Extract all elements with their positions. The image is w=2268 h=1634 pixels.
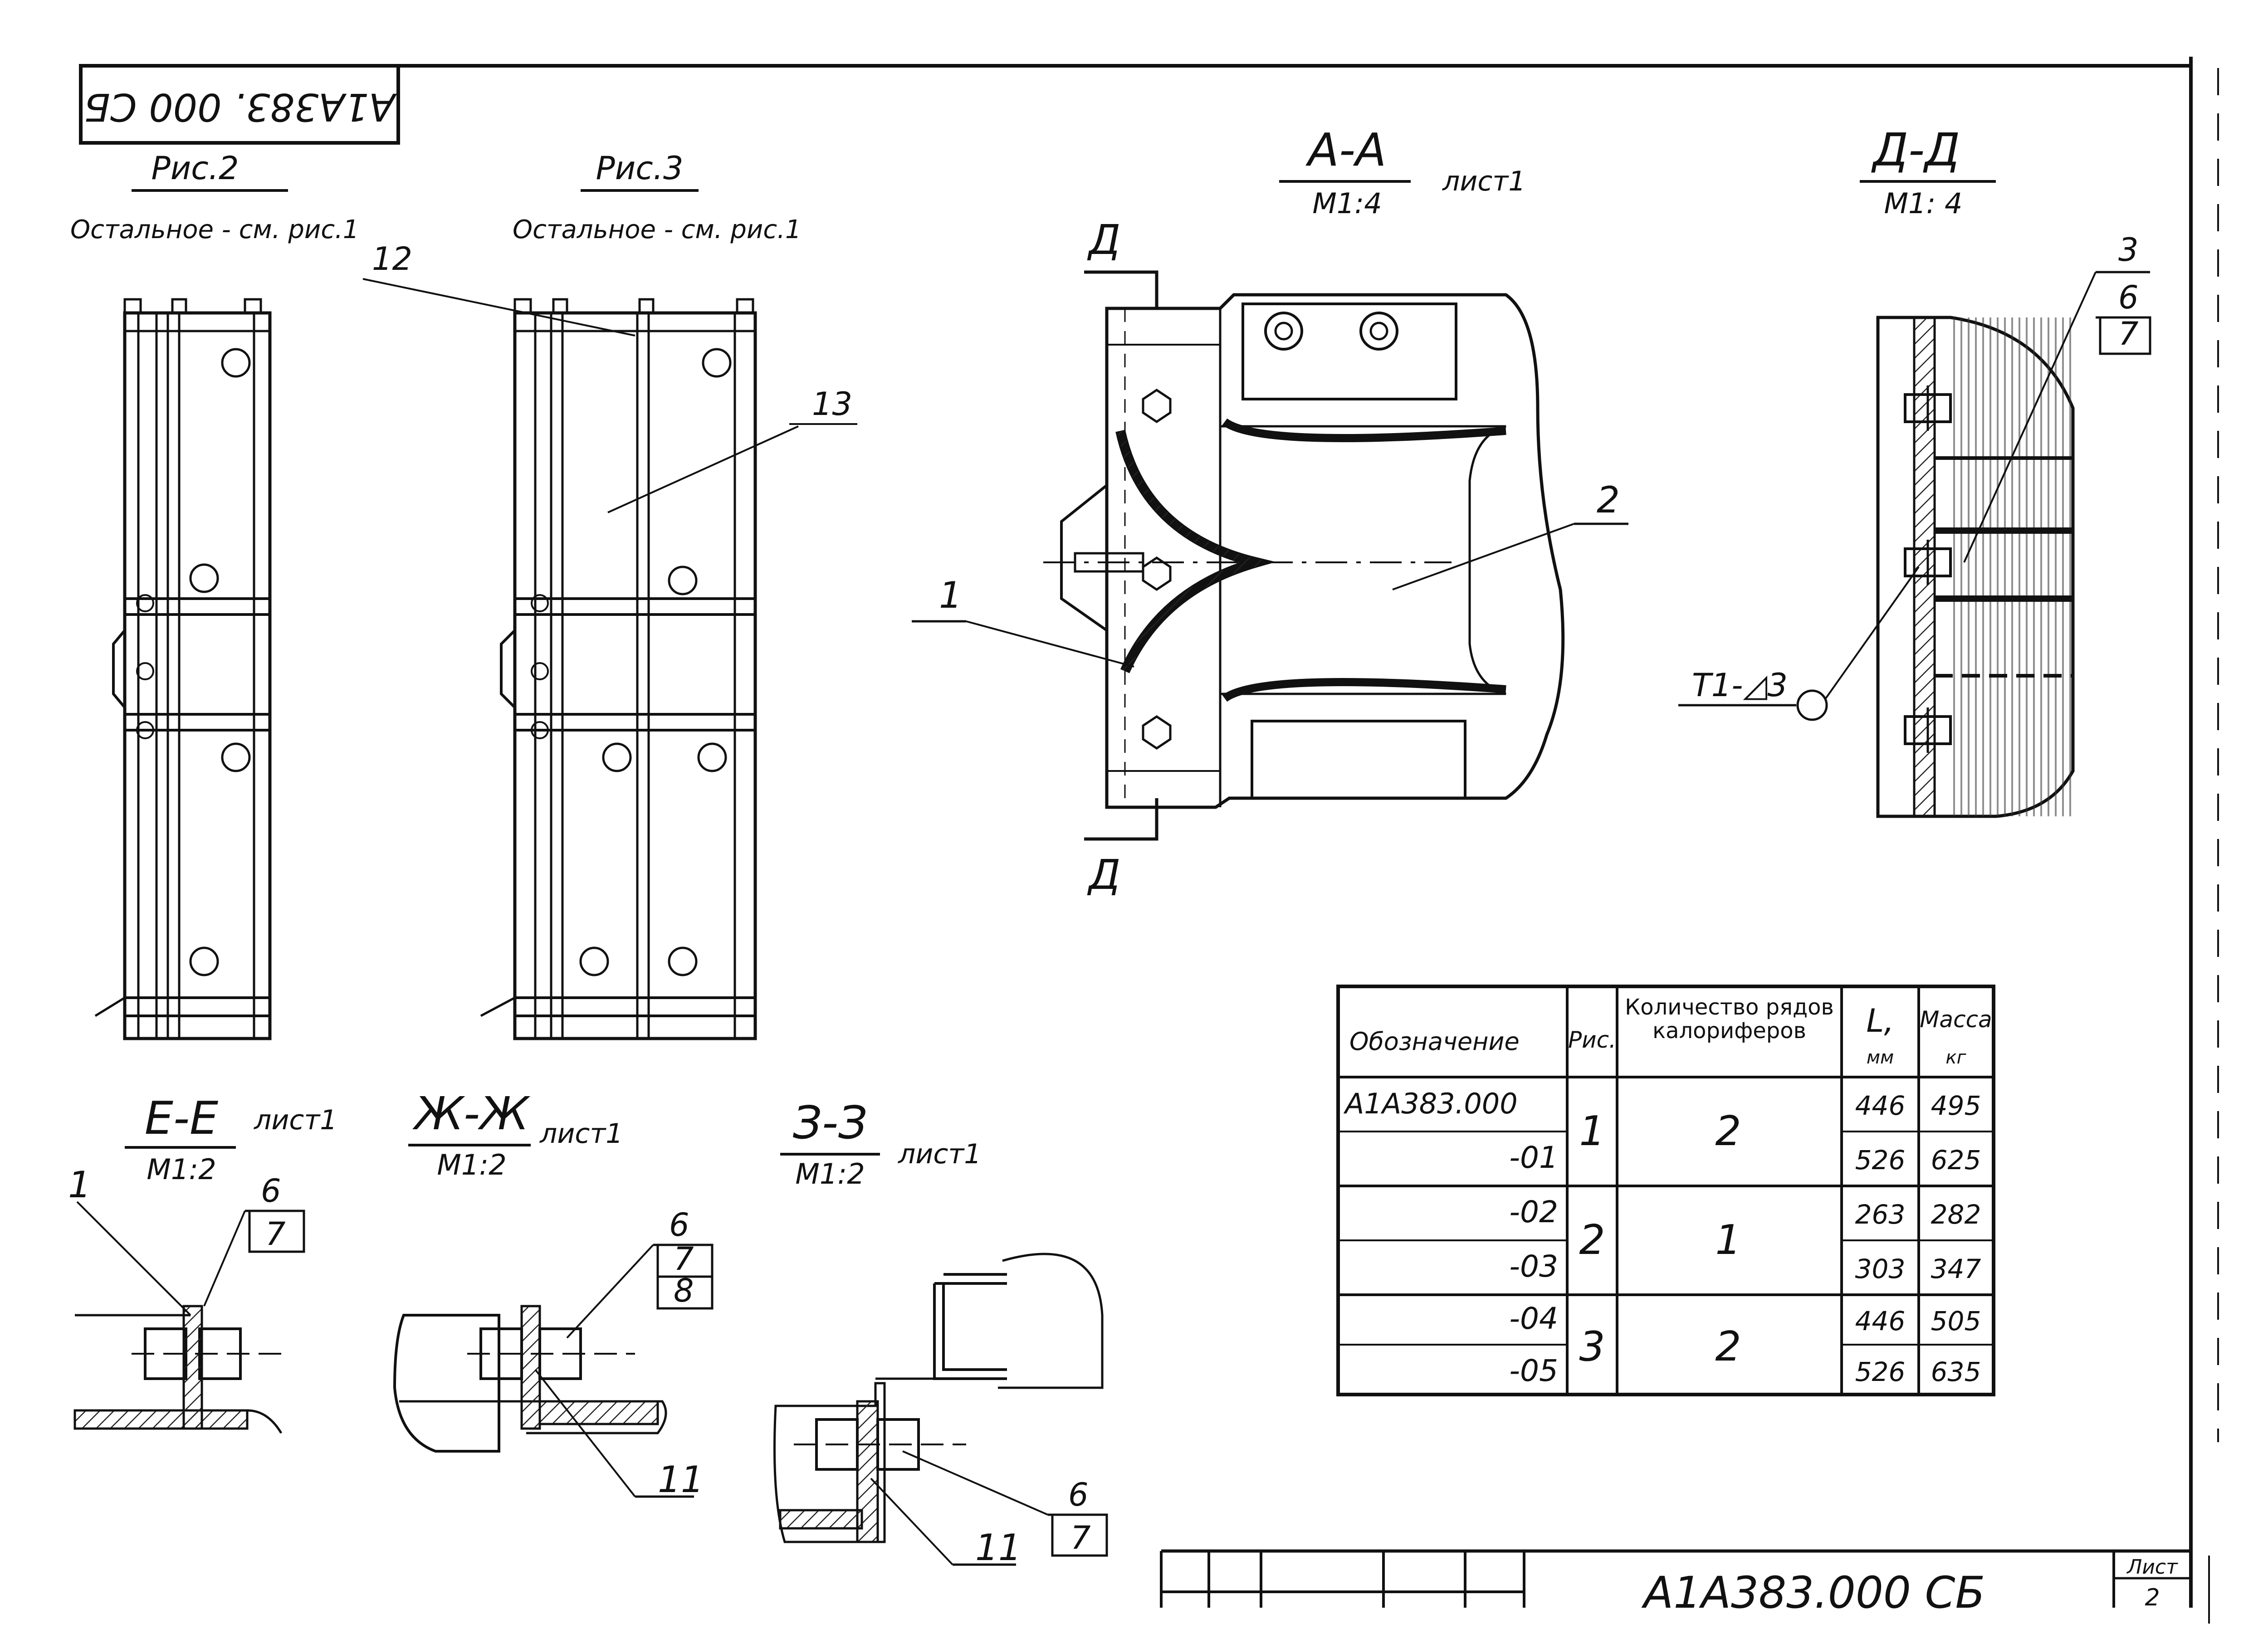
- rotated-stamp: А1А383. 000 СБ: [79, 64, 400, 145]
- row-1-length: 446: [1855, 1090, 1906, 1121]
- row-6-designation: -05: [1509, 1353, 1558, 1388]
- callout-13: 13: [812, 385, 852, 423]
- title-sheet-number: 2: [2145, 1584, 2160, 1611]
- section-zhzh: Ж-Ж М1:2 лист1 6 7 8 11: [393, 1087, 714, 1501]
- dd-name: Д-Д: [1871, 123, 1960, 176]
- zz-callout-11: 11: [975, 1527, 1022, 1569]
- fig2-note: Остальное - см. рис.1: [70, 215, 359, 244]
- row-5-mass: 505: [1931, 1306, 1981, 1336]
- row-1-mass: 495: [1931, 1090, 1981, 1121]
- ee-scale: М1:2: [147, 1153, 216, 1186]
- aa-name: А-А: [1305, 123, 1387, 176]
- ee-callout-6: 6: [261, 1172, 281, 1210]
- ee-sheet: лист1: [254, 1104, 337, 1136]
- zz-callout-6: 6: [1068, 1476, 1089, 1513]
- row-3-mass: 282: [1931, 1199, 1981, 1230]
- zhzh-scale: М1:2: [437, 1148, 506, 1181]
- th-length-1: L,: [1866, 1002, 1894, 1039]
- callout-12: 12: [372, 240, 412, 278]
- sheet-frame: [81, 57, 2219, 1624]
- group-3-qty: 2: [1715, 1323, 1741, 1371]
- th-designation: Обозначение: [1349, 1027, 1520, 1056]
- cut-label-top: Д: [1087, 216, 1120, 264]
- ee-callout-1: 1: [68, 1164, 91, 1206]
- zhzh-callout-11: 11: [658, 1458, 704, 1501]
- fig2-title: Рис.2: [152, 150, 239, 187]
- dd-callout-7: 7: [2118, 315, 2139, 352]
- th-quantity: Количество рядов калориферов: [1625, 995, 1834, 1044]
- zz-scale: М1:2: [795, 1157, 865, 1190]
- row-3-length: 263: [1855, 1199, 1906, 1230]
- section-ee: Е-Е М1:2 лист1 1 6 7: [68, 1092, 337, 1434]
- cut-label-bottom: Д: [1087, 851, 1120, 899]
- group-1-qty: 2: [1715, 1107, 1741, 1155]
- variants-table: Обозначение Рис. Количество рядов калори…: [1336, 985, 1995, 1396]
- section-aa: А-А М1:4 лист1 Д Д 1: [912, 123, 1628, 899]
- zhzh-callout-7: 7: [674, 1240, 694, 1278]
- dd-scale: М1: 4: [1884, 187, 1963, 220]
- row-2-mass: 625: [1931, 1145, 1981, 1176]
- rotated-stamp-text: А1А383. 000 СБ: [84, 85, 397, 129]
- group-2-fig: 2: [1579, 1216, 1605, 1264]
- row-1-designation: А1А383.000: [1343, 1087, 1518, 1120]
- th-fig: Рис.: [1568, 1027, 1616, 1053]
- row-5-length: 446: [1855, 1306, 1906, 1336]
- title-sheet-label: Лист: [2126, 1556, 2178, 1579]
- row-2-designation: -01: [1509, 1140, 1558, 1175]
- th-length-2: мм: [1867, 1047, 1894, 1068]
- aa-callout-1: 1: [939, 574, 962, 616]
- zhzh-callout-8: 8: [674, 1272, 694, 1309]
- zhzh-callout-6: 6: [669, 1206, 689, 1244]
- group-3-fig: 3: [1579, 1323, 1605, 1371]
- fig3-note: Остальное - см. рис.1: [513, 215, 802, 244]
- aa-callout-2: 2: [1597, 479, 1620, 521]
- group-2-qty: 1: [1715, 1216, 1741, 1264]
- zz-name: З-З: [793, 1096, 867, 1149]
- row-2-length: 526: [1855, 1145, 1906, 1176]
- ee-name: Е-Е: [145, 1092, 218, 1145]
- row-4-length: 303: [1855, 1254, 1906, 1284]
- zz-sheet: лист1: [898, 1138, 981, 1170]
- dd-callout-6: 6: [2118, 279, 2139, 316]
- row-6-mass: 635: [1931, 1356, 1981, 1387]
- aa-scale: М1:4: [1312, 187, 1382, 220]
- section-zz: З-З М1:2 лист1 6 7 11: [773, 1096, 1108, 1569]
- fig3-view: Рис.3 Остальное - см. рис.1 12 13: [362, 150, 857, 1040]
- section-dd: Д-Д М1: 4 3 6 7 Т1-◿3: [1678, 123, 2151, 818]
- th-mass-1: Масса: [1920, 1006, 1992, 1033]
- row-4-designation: -03: [1509, 1249, 1558, 1284]
- zhzh-sheet: лист1: [539, 1118, 623, 1150]
- zz-callout-7: 7: [1070, 1519, 1091, 1556]
- zhzh-name: Ж-Ж: [412, 1087, 531, 1140]
- dd-callout-3: 3: [2118, 231, 2139, 268]
- th-mass-2: кг: [1945, 1047, 1966, 1068]
- group-1-fig: 1: [1579, 1107, 1605, 1155]
- row-5-designation: -04: [1509, 1301, 1558, 1336]
- row-3-designation: -02: [1509, 1195, 1558, 1229]
- ee-callout-7: 7: [265, 1215, 286, 1253]
- row-4-mass: 347: [1931, 1254, 1981, 1284]
- fig3-title: Рис.3: [596, 150, 684, 187]
- title-block: А1А383.000 СБ Лист 2: [1160, 1549, 2191, 1618]
- fig2-view: Рис.2 Остальное - см. рис.1: [70, 150, 359, 1040]
- dd-weld-symbol: Т1-◿3: [1692, 667, 1788, 704]
- title-doc-number: А1А383.000 СБ: [1641, 1567, 1985, 1618]
- aa-sheet: лист1: [1442, 166, 1525, 197]
- row-6-length: 526: [1855, 1356, 1906, 1387]
